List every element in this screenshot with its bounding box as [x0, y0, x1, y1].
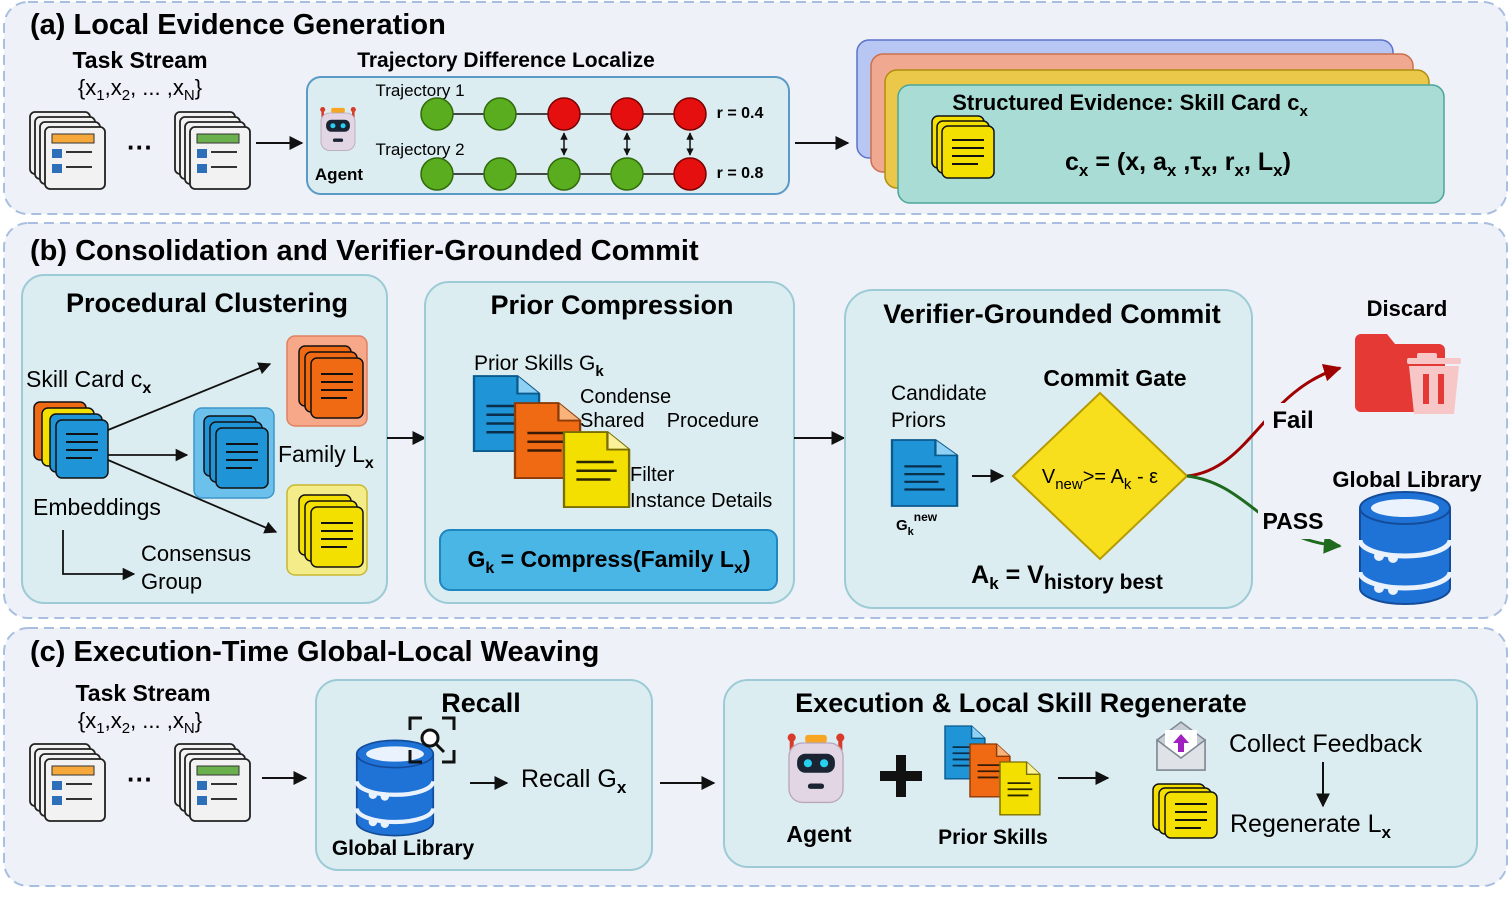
- global-library-database-icon: [357, 740, 434, 835]
- candidate-doc-icon: [890, 438, 959, 508]
- yellow-family-icon: [286, 484, 368, 576]
- discard-folder-icon: [1355, 334, 1461, 414]
- commit-title: Verifier-Grounded Commit: [883, 299, 1221, 329]
- reward-1-label: r = 0.4: [717, 105, 764, 122]
- task-stream-label-a: Task Stream: [72, 47, 207, 73]
- regenerate-label: Regenerate Lx: [1230, 810, 1392, 842]
- panel-a: (a) Local Evidence Generation Task Strea…: [3, 1, 1508, 215]
- evidence-formula: cx = (x, ax ,τx, rx, Lx): [1065, 148, 1291, 180]
- clustering-title: Procedural Clustering: [66, 288, 348, 318]
- commit-gate-condition: Vnew>= Ak - ε: [1042, 466, 1158, 493]
- task-pages-icon: [29, 111, 106, 190]
- reward-2-label: r = 0.8: [717, 165, 764, 182]
- global-library-label-c: Global Library: [332, 837, 475, 860]
- evidence-card: [897, 84, 1445, 204]
- evidence-title: Structured Evidence: Skill Card cx: [952, 90, 1308, 120]
- plus-icon: [880, 755, 922, 797]
- trajectory-1-node: [420, 97, 454, 131]
- execution-title: Execution & Local Skill Regenerate: [795, 688, 1247, 718]
- agent-robot-icon: [318, 105, 358, 152]
- compression-title: Prior Compression: [490, 290, 733, 320]
- task-ellipsis-c: ···: [127, 764, 153, 794]
- consensus-label-1: Consensus: [141, 541, 251, 566]
- document-yellow-icon: [999, 761, 1041, 816]
- task-stream-label-c: Task Stream: [75, 680, 210, 706]
- commit-gate-diamond: [1011, 391, 1189, 561]
- feedback-mail-icon: [1156, 721, 1206, 771]
- trajectory-2-label: Trajectory 2: [375, 140, 464, 159]
- trajectory-1-node: [610, 97, 644, 131]
- family-label: Family Lx: [278, 441, 374, 472]
- panel-c-title: (c) Execution-Time Global-Local Weaving: [30, 636, 599, 668]
- recall-gx-label: Recall Gx: [521, 765, 627, 797]
- trajectory-2-node: [673, 157, 707, 191]
- task-ellipsis-a: ···: [127, 132, 153, 162]
- agent-robot-icon: [788, 734, 845, 803]
- embeddings-label: Embeddings: [33, 494, 161, 520]
- skill-card-stack-icon: [931, 115, 995, 179]
- trajectory-2-node: [547, 157, 581, 191]
- fail-arrow: [1186, 363, 1342, 478]
- blue-family-icon: [193, 407, 275, 499]
- regenerate-card-icon: [1152, 783, 1218, 839]
- skill-card-icon: [33, 401, 109, 479]
- task-stream-set-c: {x1,x2, ... ,xN}: [78, 708, 202, 737]
- pass-label: PASS: [1263, 508, 1324, 534]
- trajectory-1-node: [547, 97, 581, 131]
- collect-feedback-label: Collect Feedback: [1229, 730, 1423, 758]
- global-library-label-b: Global Library: [1332, 467, 1482, 492]
- task-pages-icon: [174, 111, 251, 190]
- trajectory-2-node: [610, 157, 644, 191]
- panel-a-title: (a) Local Evidence Generation: [30, 9, 446, 41]
- trajectory-1-label: Trajectory 1: [375, 81, 464, 100]
- trajectory-1-node: [483, 97, 517, 131]
- discard-label: Discard: [1367, 296, 1448, 321]
- filter-label-2: Instance Details: [630, 490, 772, 512]
- agent-label-c: Agent: [786, 821, 852, 847]
- panel-c: (c) Execution-Time Global-Local Weaving …: [3, 627, 1508, 887]
- trajectory-1-node: [673, 97, 707, 131]
- compress-formula: Gk = Compress(Family Lx): [467, 546, 750, 577]
- history-best-formula: Ak = Vhistory best: [971, 561, 1163, 594]
- panel-b: (b) Consolidation and Verifier-Grounded …: [3, 222, 1508, 619]
- consensus-label-2: Group: [141, 569, 202, 594]
- fail-label: Fail: [1272, 407, 1313, 434]
- trajectory-2-node: [420, 157, 454, 191]
- task-pages-icon: [174, 743, 251, 822]
- condense-label-1: Condense: [580, 386, 671, 408]
- search-scan-icon: [408, 716, 456, 764]
- recall-title: Recall: [441, 688, 521, 718]
- candidate-label-1: Candidate: [891, 382, 987, 405]
- panel-b-title: (b) Consolidation and Verifier-Grounded …: [30, 235, 699, 267]
- commit-gate-title: Commit Gate: [1043, 365, 1186, 391]
- condense-label-2: Shared Procedure: [580, 410, 759, 432]
- global-library-database-icon: [1360, 492, 1450, 604]
- orange-family-icon: [286, 335, 368, 427]
- prior-skills-label-c: Prior Skills: [938, 826, 1048, 849]
- candidate-label-2: Priors: [891, 409, 946, 432]
- skill-card-label: Skill Card cx: [26, 366, 151, 397]
- agent-label-a: Agent: [315, 165, 364, 184]
- trajectory-title: Trajectory Difference Localize: [357, 49, 655, 72]
- pass-arrow: [1186, 474, 1342, 554]
- task-pages-icon: [29, 743, 106, 822]
- filter-label-1: Filter: [630, 464, 675, 486]
- trajectory-2-node: [483, 157, 517, 191]
- document-yellow-icon: [562, 430, 631, 509]
- compress-formula-box: [439, 529, 778, 591]
- gk-new-label: Gknew: [896, 510, 938, 538]
- prior-skills-label: Prior Skills Gk: [474, 352, 604, 380]
- task-stream-set-a: {x1,x2, ... ,xN}: [78, 75, 202, 104]
